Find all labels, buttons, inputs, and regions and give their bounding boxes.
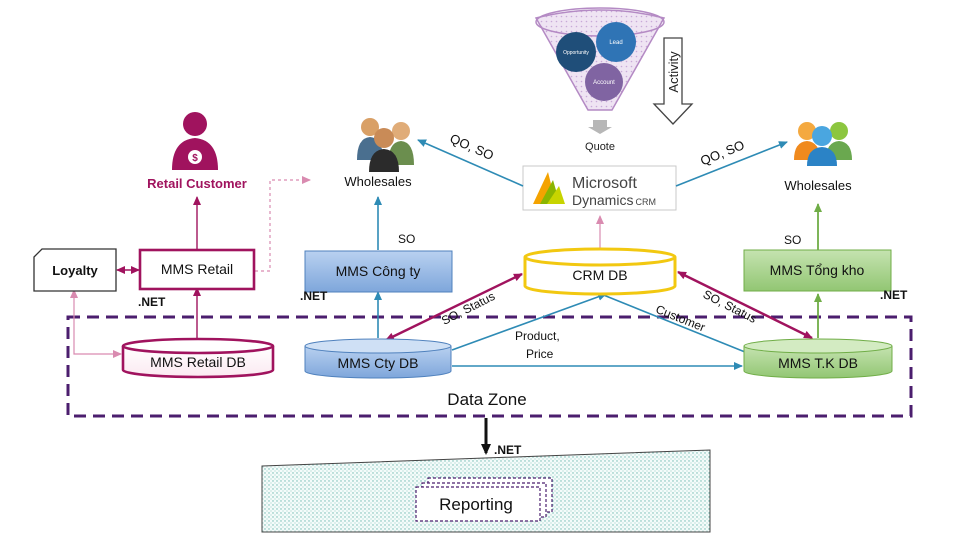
- funnel-bubble-opportunity: [556, 32, 596, 72]
- label-price: Price: [526, 347, 554, 361]
- node-loyalty[interactable]: Loyalty: [33, 248, 117, 292]
- tech-net-congty: .NET: [300, 289, 328, 303]
- node-mms-tk-db-label: MMS T.K DB: [778, 355, 858, 371]
- node-mms-tongkho[interactable]: MMS Tổng kho: [743, 249, 892, 292]
- node-mms-congty[interactable]: MMS Công ty: [304, 250, 453, 293]
- node-mms-cty-db-label: MMS Cty DB: [338, 355, 419, 371]
- label-so-status-left: SO, Status: [439, 289, 497, 328]
- wholesales-left-label: Wholesales: [344, 174, 412, 189]
- activity-arrow: [652, 37, 694, 125]
- edge-retail-to-wholesales: [255, 176, 311, 272]
- node-mms-tk-db[interactable]: MMS T.K DB: [743, 338, 893, 379]
- funnel-bubble-opportunity-label: Opportunity: [563, 50, 589, 56]
- label-so-congty: SO: [398, 232, 415, 246]
- node-mms-tongkho-label: MMS Tổng kho: [770, 262, 865, 278]
- edge-ctydb-to-crmdb-product: [451, 292, 607, 351]
- node-mms-cty-db[interactable]: MMS Cty DB: [304, 338, 452, 379]
- node-reporting-label: Reporting: [439, 495, 513, 514]
- label-product: Product,: [515, 329, 560, 343]
- edge-crmdb-tkdb: [677, 270, 813, 340]
- wholesales-right-icon: [794, 122, 852, 166]
- tech-net-tongkho: .NET: [880, 288, 908, 302]
- label-qo-so-right: QO, SO: [698, 137, 746, 168]
- funnel-bubble-account: [585, 63, 623, 101]
- crm-funnel: Opportunity Lead Account Quote Activity: [534, 7, 694, 153]
- edge-crm-to-wholesales-right: [675, 141, 788, 187]
- label-qo-so-left: QO, SO: [448, 131, 496, 164]
- node-mms-retail[interactable]: MMS Retail: [138, 248, 256, 291]
- funnel-bubble-account-label: Account: [593, 80, 615, 86]
- node-mms-retail-label: MMS Retail: [161, 261, 233, 277]
- edge-loyalty-retaildb: [70, 289, 122, 358]
- edge-tkdb-to-crmdb-customer: [595, 291, 746, 353]
- wholesales-right-label: Wholesales: [784, 178, 852, 193]
- node-mms-retail-db[interactable]: MMS Retail DB: [121, 337, 275, 379]
- funnel-down-arrow: [588, 120, 612, 134]
- node-crm-db-label: CRM DB: [572, 267, 627, 283]
- retail-customer-label: Retail Customer: [147, 176, 247, 191]
- funnel-bubble-lead-label: Lead: [609, 40, 622, 46]
- crm-brand-line2: Dynamics: [572, 192, 633, 208]
- activity-label: Activity: [666, 51, 681, 93]
- node-mms-congty-label: MMS Công ty: [336, 263, 421, 279]
- svg-text:$: $: [192, 153, 198, 164]
- crm-brand-line1: Microsoft: [572, 175, 637, 192]
- tech-net-retail: .NET: [138, 295, 166, 309]
- label-so-tongkho: SO: [784, 233, 801, 247]
- retail-customer-icon: $: [172, 112, 218, 170]
- edge-crm-to-wholesales-left: [417, 139, 524, 187]
- wholesales-left-icon: [357, 118, 414, 172]
- funnel-bubble-lead: [596, 22, 636, 62]
- node-crm-db[interactable]: CRM DB: [523, 247, 677, 296]
- edge-ctydb-crmdb: [385, 272, 523, 342]
- funnel-output-label: Quote: [585, 141, 615, 153]
- data-zone-label: Data Zone: [447, 390, 526, 409]
- crm-brand-suffix: CRM: [635, 197, 656, 207]
- node-loyalty-label: Loyalty: [52, 263, 98, 278]
- tech-net-reporting: .NET: [494, 443, 522, 457]
- node-mms-retail-db-label: MMS Retail DB: [150, 354, 246, 370]
- node-reporting[interactable]: Reporting: [415, 477, 553, 522]
